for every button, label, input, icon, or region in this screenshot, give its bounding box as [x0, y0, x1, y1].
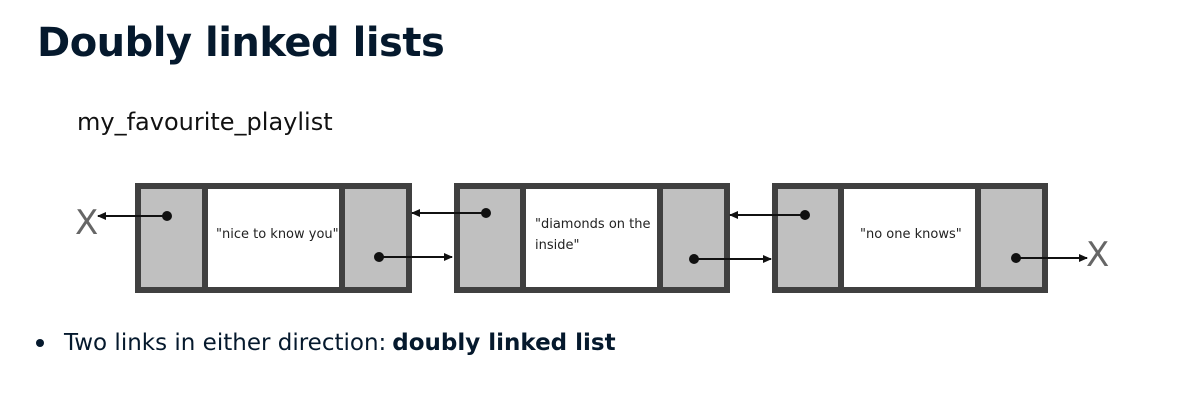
- list-node-3: "no one knows": [772, 183, 1048, 293]
- node-next-cell: [660, 186, 727, 290]
- node-value-text: "no one knows": [860, 227, 962, 242]
- pointer-node2-prev-to-node1: [411, 208, 491, 218]
- node-value-cell: [523, 186, 660, 290]
- null-marker-right: X: [1086, 235, 1109, 275]
- node-prev-cell: [138, 186, 205, 290]
- bullet-text: Two links in either direction:: [64, 330, 387, 356]
- node-value-cell: [841, 186, 978, 290]
- bullet-item: Two links in either direction: doubly li…: [36, 330, 616, 356]
- node-frame: [772, 183, 1048, 293]
- node-next-cell: [342, 186, 409, 290]
- node-prev-cell: [457, 186, 523, 290]
- pointer-node3-prev-to-node2: [729, 210, 810, 220]
- node-value-cell: [205, 186, 342, 290]
- node-prev-cell: [775, 186, 841, 290]
- node-value-text-line-1: "diamonds on the: [535, 217, 650, 232]
- node-next-cell: [978, 186, 1045, 290]
- pointer-node1-prev-to-null: [97, 211, 172, 221]
- pointer-node3-next-to-null: [1011, 253, 1088, 263]
- list-node-1: "nice to know you": [135, 183, 412, 293]
- page-title: Doubly linked lists: [37, 20, 445, 66]
- bullet-dot-icon: [36, 339, 44, 347]
- node-value-text: "nice to know you": [216, 227, 339, 242]
- list-variable-name: my_favourite_playlist: [77, 108, 333, 136]
- null-marker-left: X: [75, 203, 98, 243]
- bullet-bold-term: doubly linked list: [392, 330, 616, 356]
- node-frame: [135, 183, 412, 293]
- bullet-list: Two links in either direction: doubly li…: [36, 330, 616, 356]
- node-frame: [454, 183, 730, 293]
- pointer-node1-next-to-node2: [374, 252, 453, 262]
- node-value-text-line-2: inside": [535, 238, 579, 253]
- pointer-node2-next-to-node3: [689, 254, 772, 264]
- list-node-2: "diamonds on the inside": [454, 183, 730, 293]
